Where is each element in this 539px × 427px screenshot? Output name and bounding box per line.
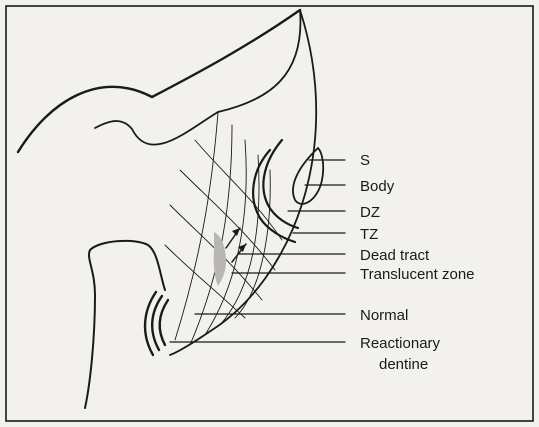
dentine-crown-outline	[95, 112, 218, 145]
dead-tract-shade	[214, 232, 226, 286]
lesion-boundary	[218, 10, 300, 112]
enamel-outline	[18, 10, 300, 152]
label-dz: DZ	[360, 204, 380, 221]
label-body: Body	[360, 178, 395, 195]
leader-lines	[170, 160, 345, 342]
reactionary-dentine-arcs	[145, 292, 168, 355]
label-dentine: dentine	[379, 356, 428, 373]
surface-zone-loop	[293, 148, 323, 204]
label-reactionary: Reactionary	[360, 335, 441, 352]
label-tz: TZ	[360, 226, 378, 243]
label-s: S	[360, 152, 370, 169]
label-dead-tract: Dead tract	[360, 247, 430, 264]
tubule-arrows	[226, 228, 246, 262]
label-normal: Normal	[360, 307, 408, 324]
label-translucent-zone: Translucent zone	[360, 266, 475, 283]
dentinal-tubules	[165, 112, 282, 345]
